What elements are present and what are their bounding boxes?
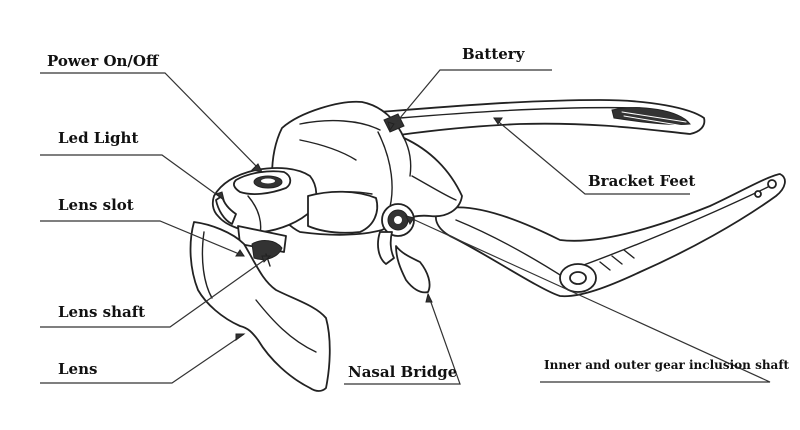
label-led-light: Led Light xyxy=(58,129,138,147)
leader-led xyxy=(40,154,225,201)
leader-lens xyxy=(40,333,245,384)
leader-lines xyxy=(40,69,771,385)
nasal-bridge-pad xyxy=(395,245,431,294)
leader-lens-slot xyxy=(40,220,245,257)
label-gear-inclusion-shaft: Inner and outer gear inclusion shaft xyxy=(544,358,789,372)
lens-slot-shaft xyxy=(237,225,287,267)
leader-gear-shaft xyxy=(405,215,771,383)
label-bracket-feet: Bracket Feet xyxy=(588,172,695,190)
label-nasal-bridge: Nasal Bridge xyxy=(348,363,457,381)
leader-lens-shaft xyxy=(40,255,271,328)
label-battery: Battery xyxy=(462,45,526,63)
bracket-arm-top xyxy=(379,99,706,137)
gear-hinge xyxy=(377,203,415,265)
labels: Power On/Off Led Light Lens slot Lens sh… xyxy=(47,45,789,381)
label-lens-slot: Lens slot xyxy=(58,196,134,214)
led-housing xyxy=(211,167,379,235)
leader-nasal-bridge xyxy=(344,293,461,385)
label-lens: Lens xyxy=(58,360,97,378)
leader-arrowheads xyxy=(214,117,503,341)
leader-battery xyxy=(389,69,552,131)
label-power-on-off: Power On/Off xyxy=(47,52,160,70)
headset-illustration xyxy=(189,99,786,392)
label-lens-shaft: Lens shaft xyxy=(58,303,145,321)
lens-plate xyxy=(189,221,331,392)
leader-bracket-feet xyxy=(493,117,690,195)
bracket-arm-bottom xyxy=(435,173,786,298)
leader-power xyxy=(40,72,263,173)
